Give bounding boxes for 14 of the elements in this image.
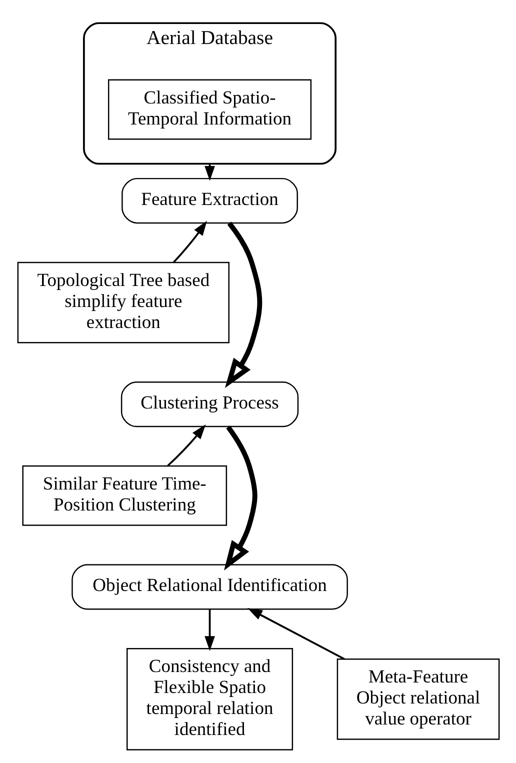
arrow [224, 222, 262, 388]
node-box: Feature Extraction [121, 178, 298, 224]
node-box: Meta-Feature Object relational value operator [336, 658, 500, 740]
arrow [166, 424, 206, 466]
arrow [172, 220, 206, 263]
node-box: Clustering Process [120, 382, 298, 428]
node-box: Topological Tree based simplify feature extraction [16, 262, 229, 344]
node-box: Consistency and Flexible Spatio temporal relation identified [126, 648, 293, 750]
node-box: Classified Spatio-Temporal Information [108, 79, 312, 140]
arrow [224, 426, 257, 570]
arrow [246, 608, 344, 660]
arrow [204, 609, 214, 651]
node-box: Similar Feature Time-Position Clustering [22, 465, 227, 526]
node-box: Object Relational Identification [71, 564, 348, 610]
